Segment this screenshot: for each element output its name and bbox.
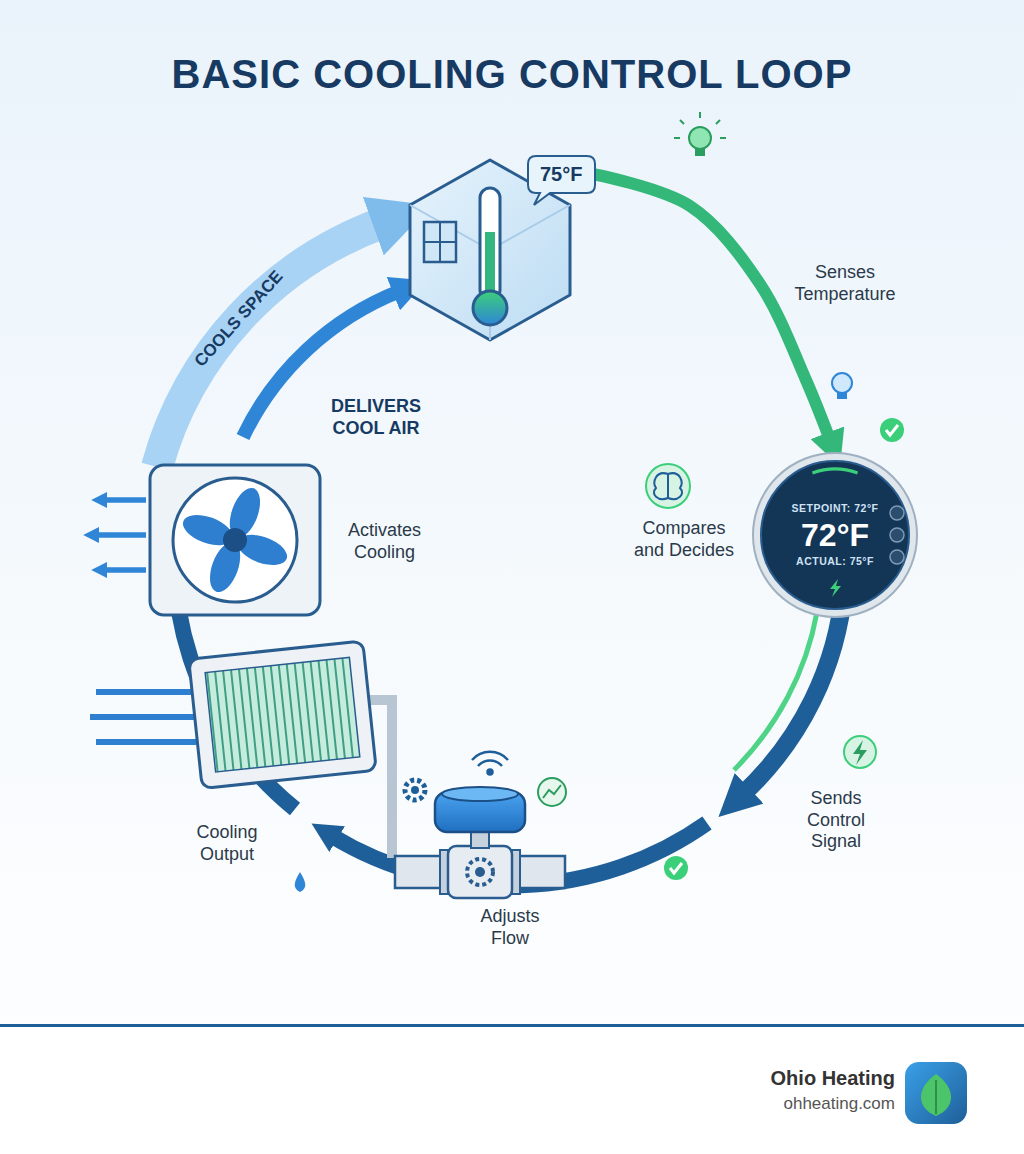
fan-unit [96, 465, 320, 615]
diagram-title: BASIC COOLING CONTROL LOOP [0, 50, 1024, 98]
dial-face [761, 461, 909, 609]
logo-leaf [921, 1074, 951, 1116]
water-drop [295, 872, 306, 892]
chart-icon [538, 778, 566, 806]
air-arrow [96, 533, 146, 538]
step-label: Adjusts Flow [470, 906, 550, 949]
signal-accent [734, 612, 817, 770]
valve-body [448, 846, 512, 898]
dial-caption: SETPOINT: 72°F [791, 502, 878, 515]
loop-arrow [595, 175, 835, 454]
actuator-cap [442, 787, 518, 801]
dial-indicator [812, 469, 857, 473]
step-label: Activates Cooling [332, 520, 437, 563]
setpoint-display: 72°F [801, 515, 869, 555]
loop-ring [157, 222, 844, 885]
cooling-coil [90, 641, 392, 892]
dial-button [890, 550, 904, 564]
control-valve [395, 787, 565, 898]
step-label: Senses Temperature [785, 262, 905, 305]
logo-vein [935, 1080, 937, 1114]
bubble-outline [528, 156, 595, 205]
reading-bubble: 75°F [528, 156, 595, 193]
air-arrows [96, 500, 146, 570]
thermometer-bulb [473, 291, 507, 325]
lightbulb-icon [674, 112, 726, 156]
air-arrow [104, 498, 146, 503]
step-label: Cooling Output [172, 822, 282, 865]
dial-button [890, 506, 904, 520]
temperature-reading: 75°F [540, 162, 583, 187]
bolt-symbol [830, 579, 841, 597]
valve-gear-hub [475, 867, 485, 877]
coil-body [189, 641, 377, 789]
step-label: Compares and Decides [630, 518, 738, 561]
check-icon [664, 856, 688, 880]
arrow-label: DELIVERS COOL AIR [314, 396, 438, 439]
wireless-icon [472, 752, 508, 775]
valve-gear [467, 859, 493, 885]
brand-name: Ohio Heating [640, 1066, 895, 1090]
footer-panel [0, 1027, 1024, 1154]
check-icon [880, 418, 904, 442]
window [424, 222, 456, 262]
gear-icon [405, 780, 425, 800]
dial-button [890, 528, 904, 542]
logo [905, 1062, 967, 1124]
step-label: Sends Control Signal [790, 788, 882, 853]
fan-ring [173, 478, 297, 602]
window-bars [424, 222, 456, 262]
brain-icon [646, 464, 690, 508]
thermostat-dial: SETPOINT: 72°F72°FACTUAL: 75°F [753, 453, 917, 617]
fan-hub [223, 528, 247, 552]
lightbulb-icon [832, 373, 852, 399]
coil-frame [189, 641, 377, 789]
bolt-icon [844, 736, 876, 768]
coil-fins [205, 657, 360, 772]
logo-tile [905, 1062, 967, 1124]
coil-pipes [90, 692, 196, 742]
brand-url: ohheating.com [640, 1094, 895, 1114]
dial-caption: ACTUAL: 75°F [796, 555, 874, 568]
footer-rule [0, 1024, 1024, 1027]
air-arrow [104, 568, 146, 573]
fan-housing [150, 465, 320, 615]
dial-bezel [753, 453, 917, 617]
